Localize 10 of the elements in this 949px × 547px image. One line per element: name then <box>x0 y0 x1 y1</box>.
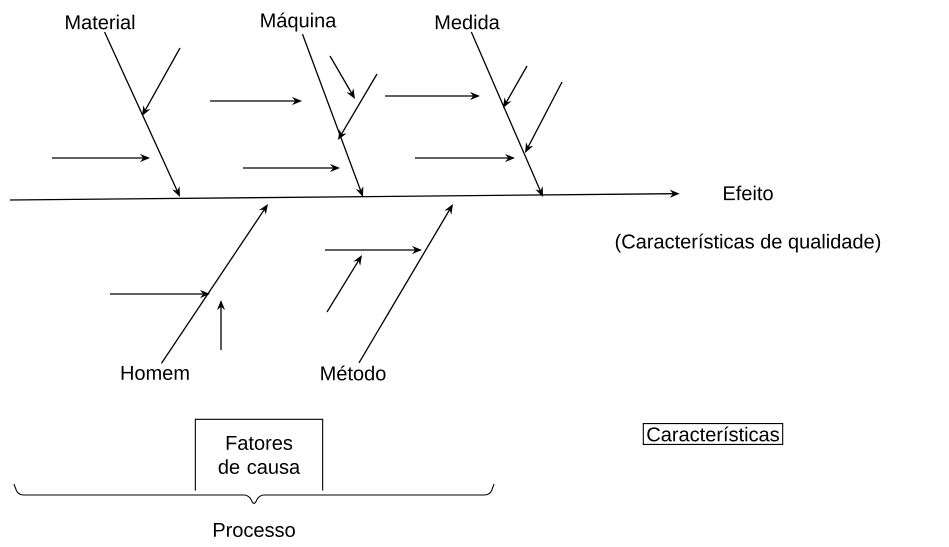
cause-box: Fatores de causa <box>194 418 324 491</box>
category-label: Máquina <box>261 12 336 32</box>
category-label: Material <box>66 14 134 30</box>
beside-text: (Características de qualidade) <box>616 234 880 253</box>
effect-box: Características <box>642 423 784 446</box>
category-label: Medida <box>436 14 500 30</box>
category-label: Método <box>321 366 386 380</box>
category-label: Homem <box>122 366 189 380</box>
category-label: Efeito <box>724 186 773 200</box>
group-label: Processo <box>214 523 295 537</box>
